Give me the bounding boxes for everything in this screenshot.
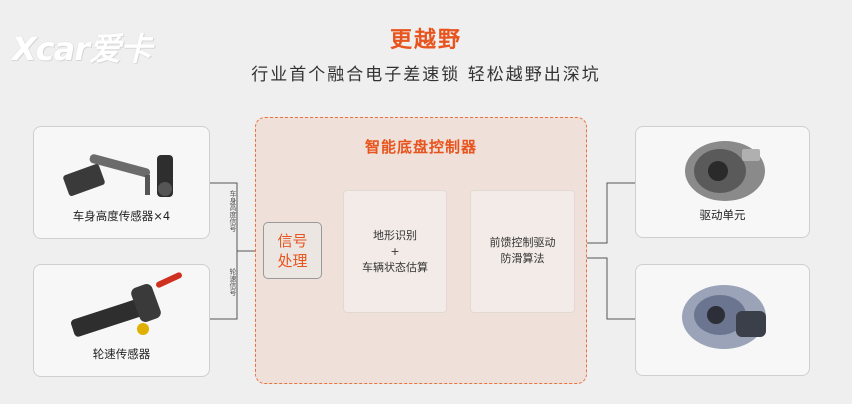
height-sensor-label: 车身高度传感器×4 (72, 209, 171, 223)
height-sensor-card: 车身高度传感器×4 (33, 126, 210, 239)
brake-unit-card (635, 264, 810, 376)
wheel-speed-sensor-icon (71, 272, 182, 337)
vehicle-state-label: 车辆状态估算 (362, 261, 428, 274)
wheel-signal-label: 轮速信号 (229, 268, 237, 296)
controller-title: 智能底盘控制器 (364, 138, 477, 156)
logo-text: Xcar爱卡 (12, 30, 152, 68)
feedforward-control-box: 前馈控制驱动 防滑算法 (470, 190, 575, 313)
anti-slip-label: 防滑算法 (500, 252, 545, 265)
terrain-recognition-box: 地形识别 + 车辆状态估算 (343, 190, 447, 313)
wheel-sensor-card: 轮速传感器 (33, 264, 210, 377)
wheel-sensor-label: 轮速传感器 (92, 347, 151, 361)
signal-processing-label: 信号处理 (277, 232, 308, 270)
drive-unit-label: 驱动单元 (699, 208, 746, 222)
height-signal-label: 车身高度信号 (229, 190, 237, 232)
height-sensor-icon (63, 154, 173, 197)
feedforward-label: 前馈控制驱动 (489, 236, 556, 249)
plus-sign: + (390, 245, 400, 258)
terrain-recognition-label: 地形识别 (373, 229, 417, 242)
page-title: 更越野 (389, 28, 462, 53)
signal-processing-box: 信号处理 (263, 222, 322, 279)
drive-unit-card: 驱动单元 (635, 126, 810, 238)
page-subtitle: 行业首个融合电子差速锁 轻松越野出深坑 (251, 65, 601, 85)
drive-motor-icon (685, 141, 765, 201)
brake-caliper-icon (682, 285, 766, 349)
xcar-logo: Xcar爱卡 (12, 24, 182, 68)
